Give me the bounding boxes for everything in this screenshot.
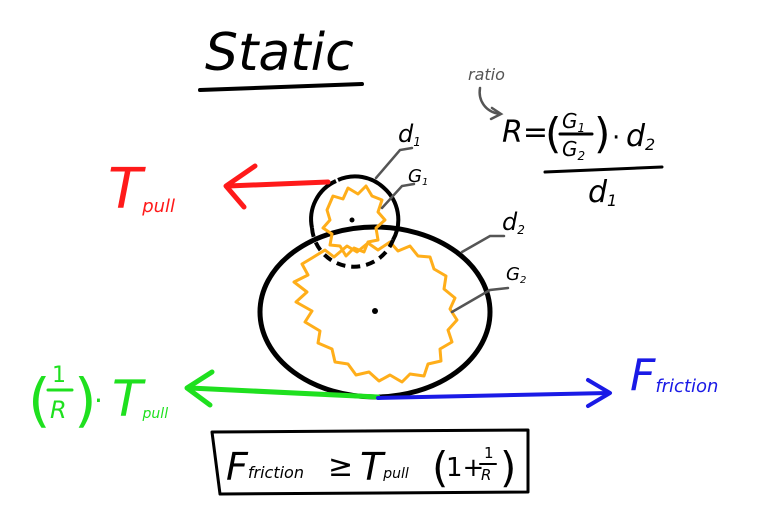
scaled-force-t-sub: pull bbox=[142, 406, 169, 422]
ratio-lhs: R= bbox=[502, 115, 548, 150]
large-wheel-center-dot bbox=[372, 308, 378, 314]
d1-sub: 1 bbox=[413, 135, 421, 149]
ratio-d2-letter: d bbox=[626, 119, 646, 154]
inequality-t: Tpull bbox=[360, 445, 409, 489]
scaled-force-frac-den: R bbox=[50, 396, 67, 424]
small-wheel-solid bbox=[337, 174, 401, 241]
friction-label: Ffriction bbox=[630, 350, 718, 401]
g1-sub: 1 bbox=[422, 177, 428, 188]
inequality-t-sub: pull bbox=[382, 466, 409, 482]
t-pull-sub: pull bbox=[141, 196, 175, 217]
small-gear bbox=[321, 184, 387, 258]
t-pull-label: Tpull bbox=[108, 157, 175, 222]
scaled-force-paren-open: ( bbox=[28, 366, 51, 434]
inequality-frac-num: 1 bbox=[484, 444, 494, 462]
inequality-paren-close: ) bbox=[500, 443, 516, 492]
ratio-pointer-arrowhead bbox=[489, 106, 504, 121]
ratio-denom: d1 bbox=[588, 175, 617, 210]
title-underline bbox=[198, 82, 364, 92]
t-pull-arrow-shaft bbox=[225, 179, 331, 189]
scaled-force-dot: · bbox=[94, 384, 103, 417]
g1-label: G1 bbox=[408, 166, 428, 188]
ratio-num-top-sub: 1 bbox=[578, 121, 586, 135]
friction-arrowhead bbox=[586, 378, 612, 408]
friction-sub: friction bbox=[655, 376, 718, 397]
g2-sub: 2 bbox=[520, 275, 526, 286]
inequality-f: Ffriction bbox=[226, 445, 304, 489]
ratio-denom-sub: 1 bbox=[607, 191, 617, 210]
g1-leader bbox=[380, 182, 416, 210]
inequality-t-letter: T bbox=[360, 445, 386, 489]
ratio-num-bottom-letter: G bbox=[562, 137, 578, 161]
g1-letter: G bbox=[408, 166, 422, 187]
inequality-paren-open: ( bbox=[432, 443, 448, 492]
g2-letter: G bbox=[506, 264, 520, 285]
d1-letter: d bbox=[398, 120, 414, 148]
t-pull-arrowhead bbox=[223, 163, 258, 210]
ratio-num-bottom: G2 bbox=[562, 137, 585, 163]
small-wheel-center-dot bbox=[349, 217, 355, 223]
scaled-force-frac-num: 1 bbox=[52, 363, 66, 388]
d2-sub: 2 bbox=[517, 223, 525, 237]
g2-label: G2 bbox=[506, 264, 526, 286]
t-pull-letter: T bbox=[108, 157, 146, 222]
d2-letter: d bbox=[502, 208, 518, 236]
scaled-force-t: Tpull bbox=[112, 370, 168, 428]
inequality-f-sub: friction bbox=[248, 463, 304, 482]
ratio-num-top: G1 bbox=[562, 109, 585, 135]
ratio-d2-sub: 2 bbox=[645, 135, 655, 154]
d2-label: d2 bbox=[502, 208, 525, 237]
g2-leader bbox=[450, 286, 510, 314]
ratio-paren-close: ) bbox=[594, 109, 610, 158]
scaled-force-t-letter: T bbox=[112, 370, 146, 428]
ratio-paren-open: ( bbox=[545, 109, 561, 158]
inequality-frac-den: R bbox=[481, 466, 491, 484]
ratio-denom-letter: d bbox=[588, 175, 608, 210]
ratio-note: ratio bbox=[468, 65, 505, 84]
scaled-force-arrow-shaft bbox=[187, 385, 381, 400]
title: Static bbox=[205, 23, 354, 83]
inequality-geq: ≥ bbox=[328, 449, 353, 484]
ratio-pointer-arrow bbox=[478, 86, 502, 116]
small-wheel-left bbox=[309, 179, 337, 229]
inequality-f-letter: F bbox=[226, 445, 249, 489]
ratio-num-top-letter: G bbox=[562, 109, 578, 133]
friction-letter: F bbox=[630, 350, 656, 401]
scaled-force-arrowhead bbox=[184, 369, 215, 408]
inequality-box bbox=[210, 428, 530, 496]
scaled-force-paren-close: ) bbox=[74, 366, 97, 434]
ratio-main-fraction-bar bbox=[543, 165, 664, 174]
d1-label: d1 bbox=[398, 120, 421, 149]
friction-arrow-shaft bbox=[376, 391, 610, 400]
d1-leader bbox=[374, 146, 414, 180]
small-wheel-dashed bbox=[310, 227, 395, 269]
inequality-one-plus: 1+ bbox=[446, 453, 484, 483]
ratio-times: · bbox=[612, 123, 620, 153]
ratio-num-bottom-sub: 2 bbox=[578, 149, 586, 163]
d2-leader bbox=[460, 234, 506, 254]
ratio-d2: d2 bbox=[626, 119, 655, 154]
